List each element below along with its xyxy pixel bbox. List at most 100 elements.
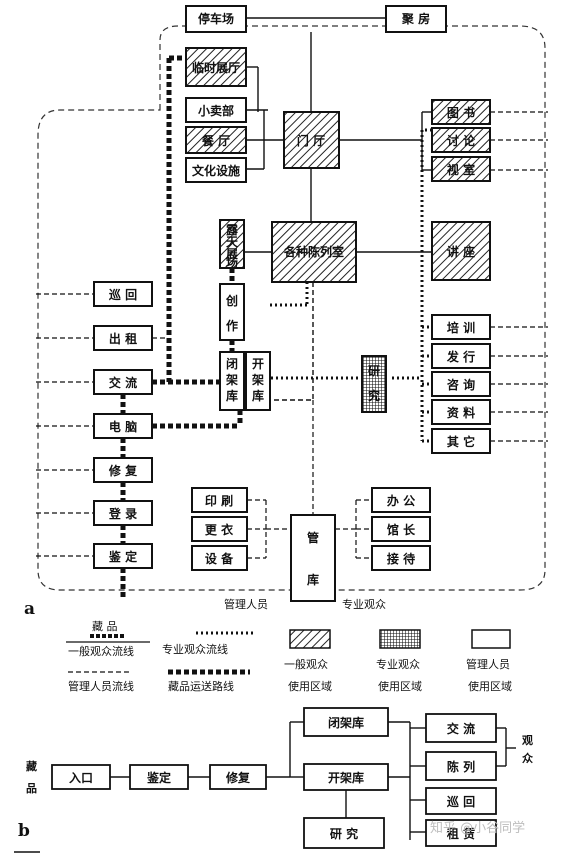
- temp-hall-label: 临时展厅: [192, 60, 240, 75]
- manage-label-2: 库: [307, 572, 319, 587]
- outdoor-label-1: 露: [226, 223, 239, 237]
- closed-store-box: [219, 351, 245, 411]
- panel-b-letter: b: [18, 821, 30, 841]
- legend-general-area-swatch: [289, 629, 331, 649]
- general-zone-outline: [37, 25, 546, 591]
- exchange-label: 交 流: [109, 375, 137, 390]
- repair-label: 修 复: [108, 463, 138, 478]
- reception-box: [371, 545, 431, 571]
- legend-collection-route: 藏品运送路线: [168, 679, 234, 693]
- legend-collection: 藏 品: [92, 620, 118, 633]
- open-store-label-3: 库: [252, 388, 264, 403]
- temp-hall-box: [185, 47, 247, 87]
- b-exchange-label: 交 流: [447, 721, 475, 736]
- closed-store-label-2: 架: [225, 372, 238, 387]
- legend-general-flow: 一般观众流线: [68, 644, 134, 658]
- b-research-box: [303, 817, 385, 849]
- open-store-label-1: 开: [252, 357, 264, 371]
- b-tour-box: [425, 787, 497, 815]
- b-open-store-label: 开架库: [328, 770, 364, 785]
- publish-label: 发 行: [446, 349, 475, 364]
- collection-route-lines: [120, 55, 243, 598]
- lecture-label: 讲 座: [447, 244, 475, 259]
- exhibit-box: [271, 221, 357, 283]
- legend-general-area-2: 使用区域: [288, 680, 332, 693]
- parking-label: 停车场: [198, 11, 234, 26]
- b-entrance-label: 入口: [69, 771, 93, 785]
- screening-label: 视 室: [447, 162, 475, 177]
- consult-label: 咨 询: [447, 377, 475, 392]
- restaurant-box: [185, 126, 247, 154]
- repair-box: [93, 457, 153, 483]
- pro-visitors-label: 专业观众: [342, 597, 386, 611]
- b-display-label: 陈 列: [447, 759, 475, 774]
- b-visitors-label-1: 观: [522, 734, 533, 747]
- equipment-label: 设 备: [205, 551, 234, 566]
- create-label-1: 创: [225, 293, 238, 308]
- discuss-box: [431, 127, 491, 153]
- b-repair-label: 修复: [225, 770, 251, 785]
- legend-pro-flow: 专业观众流线: [162, 642, 228, 656]
- legend-pro-area-swatch: [379, 629, 421, 649]
- rent-label: 出 租: [109, 331, 137, 346]
- rent-box: [93, 325, 153, 351]
- b-closed-store-box: [303, 707, 389, 737]
- equipment-box: [191, 545, 248, 571]
- training-box: [431, 314, 491, 340]
- exhibit-label: 各种陈列室: [283, 244, 344, 259]
- connections: [36, 17, 548, 598]
- restaurant-label: 餐 厅: [202, 133, 230, 148]
- legend-staff-area-2: 使用区域: [468, 680, 512, 693]
- panel-a-letter: a: [24, 599, 35, 619]
- publish-box: [431, 343, 491, 369]
- b-collection-label-2: 品: [26, 782, 37, 795]
- manage-label-1: 管: [307, 530, 319, 545]
- staff-flow-lines: [36, 111, 548, 559]
- print-box: [191, 487, 248, 513]
- legend-staff-flow: 管理人员流线: [68, 679, 134, 693]
- print-label: 印 刷: [205, 494, 233, 508]
- closed-store-label-3: 库: [226, 388, 238, 403]
- b-collection-label-1: 藏: [26, 759, 37, 773]
- b-appraise-label: 鉴定: [146, 770, 171, 785]
- training-label: 培 训: [447, 320, 475, 335]
- outdoor-label-3: 展: [226, 247, 238, 261]
- lecture-box: [431, 221, 491, 281]
- open-store-label-2: 架: [251, 372, 264, 387]
- appraise-label: 鉴 定: [108, 549, 137, 564]
- b-rent-label: 租 赁: [447, 826, 475, 841]
- director-box: [371, 516, 431, 542]
- research-box: [361, 355, 387, 413]
- legend-staff-area-1: 管理人员: [466, 657, 510, 671]
- lobby-box: [283, 111, 340, 169]
- consult-box: [431, 371, 491, 397]
- outdoor-label-4: 场: [226, 256, 238, 270]
- outdoor-box: [219, 219, 245, 269]
- change-box: [191, 516, 248, 542]
- b-open-store-box: [303, 763, 389, 791]
- shop-box: [185, 97, 247, 123]
- parking-box: [185, 5, 247, 33]
- appraise-box: [93, 543, 153, 569]
- library-box: [431, 99, 491, 125]
- legend-staff-area-swatch: [471, 629, 511, 649]
- culture-box: [185, 157, 247, 183]
- b-closed-store-label: 闭架库: [328, 715, 364, 730]
- closed-store-label-1: 闭: [226, 356, 238, 371]
- legend-pro-area-2: 使用区域: [378, 680, 422, 693]
- admin-staff-label: 管理人员: [224, 597, 268, 611]
- watermark: 知乎 @小谷同学: [430, 820, 525, 836]
- office-label: 办 公: [387, 493, 415, 508]
- b-visitors-label-2: 众: [522, 751, 534, 765]
- b-research-label: 研 究: [330, 826, 358, 841]
- library-label: 图 书: [447, 105, 475, 120]
- discuss-label: 讨 论: [447, 133, 476, 148]
- b-tour-label: 巡 回: [447, 794, 475, 809]
- legend-pro-area-1: 专业观众: [376, 657, 420, 671]
- other-box: [431, 428, 491, 454]
- open-store-box: [245, 351, 271, 411]
- legend-general-area-1: 一般观众: [284, 658, 328, 671]
- b-display-box: [425, 751, 497, 781]
- pro-flow-lines: [268, 128, 432, 443]
- change-label: 更 衣: [205, 522, 233, 537]
